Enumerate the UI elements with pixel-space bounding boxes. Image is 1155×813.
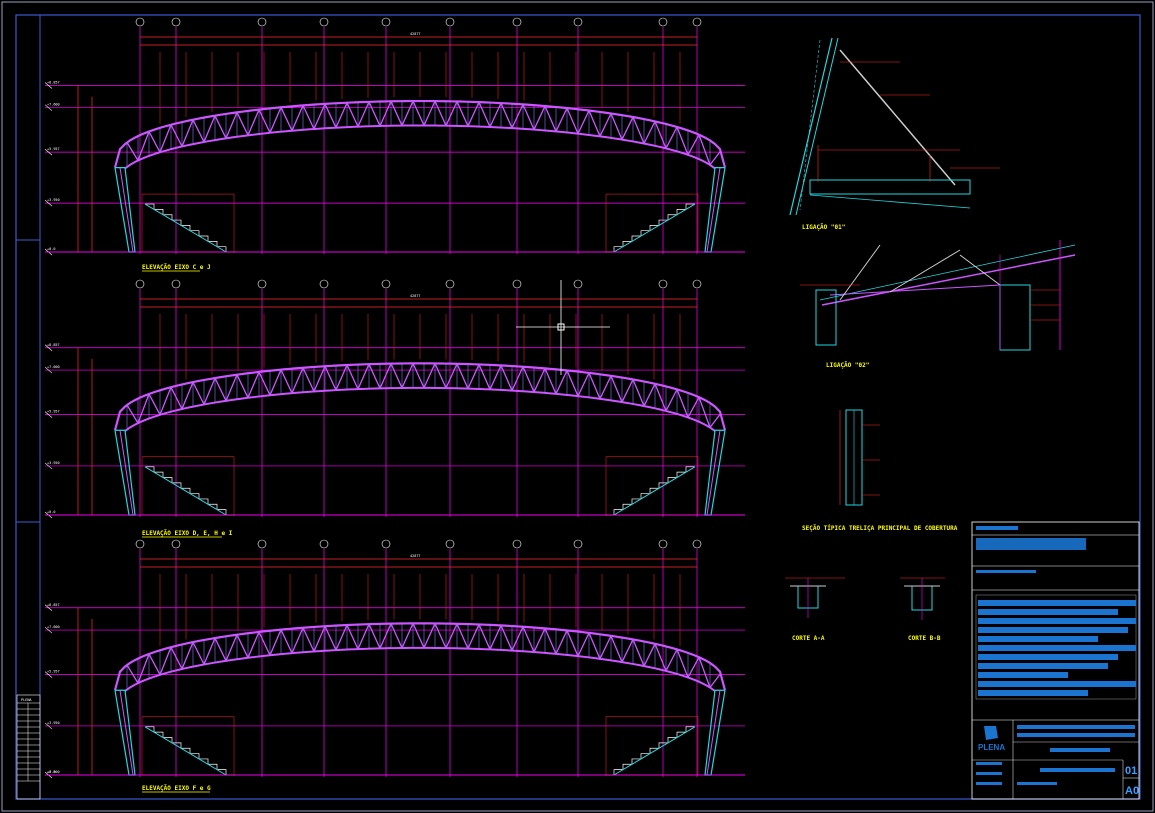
elevation-title-1: ELEVAÇÃO EIXO C e J	[142, 264, 211, 271]
span-dimension: 42877	[410, 32, 421, 36]
elevations-group: +8.857+7.600+5.957+3.950+0.042877+8.857+…	[44, 17, 745, 779]
cad-crosshair-cursor[interactable]	[516, 280, 610, 375]
grid-bubble	[512, 17, 522, 27]
grid-bubble	[257, 539, 267, 549]
span-dimension: 42877	[410, 294, 421, 298]
level-label: +0.0	[47, 510, 55, 514]
corte-b-title: CORTE B-B	[908, 635, 941, 642]
detail-ligacao-02: LIGAÇÃO "02"	[800, 240, 1076, 369]
grid-bubble	[381, 279, 391, 289]
level-label: +8.857	[47, 81, 60, 85]
grid-bubble	[171, 539, 181, 549]
sheet-number: 01	[1125, 765, 1137, 777]
elevation-title-3: ELEVAÇÃO EIXO F e G	[142, 785, 211, 792]
level-label: +5.957	[47, 147, 60, 151]
detail-ligacao-01: LIGAÇÃO "01"	[789, 37, 1000, 231]
grid-bubble	[512, 279, 522, 289]
level-label: +3.950	[47, 721, 60, 725]
grid-bubble	[573, 17, 583, 27]
elevation-2: +8.857 +7.600 +5.957 +3.950 +0.0 42877	[44, 279, 745, 519]
detail-02-title: LIGAÇÃO "02"	[826, 362, 869, 369]
level-label: +3.500	[47, 770, 60, 774]
grid-bubble	[171, 17, 181, 27]
drawing-frame	[15, 14, 1141, 800]
grid-bubble	[512, 539, 522, 549]
level-label: +5.957	[47, 670, 60, 674]
grid-bubble	[445, 17, 455, 27]
grid-bubble	[381, 539, 391, 549]
company-logo-text: PLENA	[978, 743, 1005, 752]
level-label: +7.600	[47, 365, 60, 369]
grid-bubble	[573, 279, 583, 289]
grid-bubble	[445, 539, 455, 549]
legend-table: PLENA	[16, 694, 41, 800]
grid-bubble	[319, 279, 329, 289]
elevation-1: +8.857 +7.600 +5.957 +3.950 +0.0 42877	[44, 17, 745, 256]
level-label: +0.0	[47, 770, 55, 774]
detail-truss-section: SEÇÃO TÍPICA TRELIÇA PRINCIPAL DE COBERT…	[802, 409, 958, 532]
level-label: +7.600	[47, 103, 60, 107]
sheet-format: A0	[1125, 785, 1139, 797]
grid-bubble	[135, 279, 145, 289]
grid-bubble	[692, 279, 702, 289]
legend-title: PLENA	[21, 698, 32, 702]
title-block: PLENA 01 A0	[971, 521, 1140, 800]
grid-bubble	[381, 17, 391, 27]
grid-bubble	[135, 17, 145, 27]
level-label: +3.950	[47, 198, 60, 202]
grid-bubble	[692, 17, 702, 27]
detail-corte-a: CORTE A-A	[785, 577, 845, 642]
span-dimension: 42877	[410, 554, 421, 558]
grid-bubble	[319, 17, 329, 27]
grid-bubble	[257, 17, 267, 27]
section-title: SEÇÃO TÍPICA TRELIÇA PRINCIPAL DE COBERT…	[802, 524, 958, 532]
level-label: +5.957	[47, 410, 60, 414]
grid-bubble	[658, 539, 668, 549]
grid-bubble	[445, 279, 455, 289]
grid-bubble	[257, 279, 267, 289]
corte-a-title: CORTE A-A	[792, 635, 825, 642]
elevation-3: +8.857 +7.600 +5.957 +3.950 +3.500+0.0 42877	[44, 539, 745, 779]
grid-bubble	[319, 539, 329, 549]
detail-corte-b: CORTE B-B	[900, 577, 945, 642]
detail-01-title: LIGAÇÃO "01"	[802, 224, 845, 231]
level-label: +8.857	[47, 603, 60, 607]
grid-bubble	[573, 539, 583, 549]
level-label: +8.857	[47, 343, 60, 347]
grid-bubble	[658, 279, 668, 289]
level-label: +3.950	[47, 461, 60, 465]
level-label: +0.0	[47, 247, 55, 251]
grid-bubble	[171, 279, 181, 289]
grid-bubble	[135, 539, 145, 549]
elevation-title-2: ELEVAÇÃO EIXO D, E, H e I	[142, 530, 233, 537]
level-label: +7.600	[47, 625, 60, 629]
grid-bubble	[692, 539, 702, 549]
grid-bubble	[658, 17, 668, 27]
